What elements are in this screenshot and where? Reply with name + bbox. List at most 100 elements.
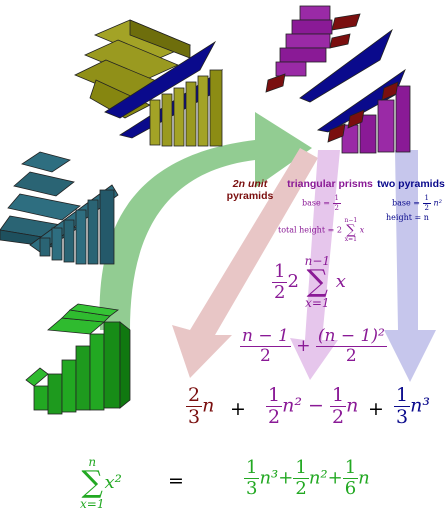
final-plus-1: +: [278, 467, 294, 489]
prism-base-note: base = 1 2: [302, 195, 341, 212]
pyramid-base-suffix: n²: [433, 198, 442, 208]
lilac-arrow: [290, 150, 340, 380]
pyramid-base-note: base = 1 2 n²: [392, 195, 442, 212]
blue-term: 1 3 n³: [394, 386, 430, 427]
middle-left-den: 2: [260, 346, 271, 366]
prism-base-prefix: base =: [302, 198, 330, 208]
terms-plus-2: +: [368, 398, 384, 420]
pyramid-height-note: height = n: [386, 213, 429, 222]
purple-term1-var: n²: [282, 394, 302, 417]
triangular-prisms-label: triangular prisms: [287, 178, 373, 190]
final-t3-var: n: [358, 467, 370, 489]
navy-wedge-3: [299, 28, 393, 103]
final-t3-den: 6: [344, 478, 357, 499]
final-result: 1 3 n³+ 1 2 n²+ 1 6 n: [244, 459, 370, 498]
final-sum: n ∑ x=1 x²: [80, 456, 122, 510]
final-t2-num: 1: [293, 457, 309, 479]
purple-term1-fraction: 1 2: [266, 384, 283, 428]
final-t2-fraction: 1 2: [293, 457, 309, 499]
middle-sum-upper: n−1: [304, 254, 331, 268]
final-plus-2: +: [327, 467, 343, 489]
green-curved-arrow: [99, 112, 313, 330]
purple-term2-fraction: 1 2: [329, 384, 347, 428]
final-t1-fraction: 1 3: [244, 457, 260, 499]
middle-sum-sigma-block: n−1 ∑ x=1: [305, 255, 330, 309]
blue-term-num: 1: [394, 384, 411, 407]
prism-sum-body: x: [359, 225, 365, 235]
purple-staircase: [275, 5, 361, 77]
blue-term-var: n³: [410, 394, 430, 417]
final-sum-upper: n: [88, 455, 97, 469]
unit-pyramids-label: 2n unit pyramids: [210, 178, 290, 202]
red-term: 2 3 n: [186, 386, 214, 427]
green-pyramid: [25, 303, 131, 415]
prism-height-note: total height = 2 n−1 ∑ x=1 x: [278, 218, 364, 243]
purple-term2-den: 2: [331, 406, 345, 428]
final-sum-sigma-block: n ∑ x=1: [80, 456, 104, 510]
final-t3-num: 1: [342, 457, 359, 479]
prism-sum-upper: n−1: [344, 217, 358, 224]
middle-sum-lower: x=1: [305, 296, 330, 310]
middle-sum-body: x: [335, 271, 346, 292]
middle-left-fraction: n − 1 2: [240, 328, 291, 365]
middle-right-den: 2: [345, 346, 357, 366]
purple-term2-var: n: [346, 394, 359, 417]
red-term-num: 2: [186, 384, 203, 407]
prism-base-den: 2: [334, 204, 339, 212]
olive-bars: [149, 69, 223, 147]
final-sum-sigma: ∑: [81, 465, 103, 500]
purple-bars: [265, 73, 411, 154]
pyramid-base-prefix: base =: [392, 198, 420, 208]
terms-plus-1: +: [230, 398, 246, 420]
middle-factor: 2: [287, 271, 299, 292]
final-t1-var: n³: [259, 467, 279, 489]
middle-right-fraction: (n − 1)² 2: [315, 326, 387, 366]
periwinkle-arrow: [384, 150, 436, 382]
unit-pyramids-line1: 2n unit: [232, 178, 268, 190]
prism-sum-lower: x=1: [344, 236, 357, 243]
prism-base-num: 1: [332, 194, 341, 204]
navy-wedge-4: [316, 68, 406, 133]
two-pyramids-label: two pyramids: [377, 178, 445, 190]
purple-term1-den: 2: [268, 406, 281, 428]
final-equals: =: [168, 470, 184, 492]
pyramid-base-num: 1: [422, 194, 431, 204]
prism-base-fraction: 1 2: [332, 194, 341, 212]
red-term-var: n: [202, 394, 215, 417]
pyramid-base-den: 2: [424, 204, 429, 212]
middle-sum-expression: 1 2 2 n−1 ∑ x=1 x: [272, 255, 346, 309]
prism-sum-sigma: ∑: [346, 223, 356, 238]
final-t2-den: 2: [295, 478, 307, 499]
final-t3-fraction: 1 6: [342, 457, 359, 499]
final-t1-den: 3: [246, 478, 258, 499]
unit-pyramids-line2: pyramids: [226, 190, 274, 202]
purple-term1-num: 1: [266, 384, 283, 407]
middle-coef-num: 1: [272, 260, 288, 283]
final-t1-num: 1: [244, 457, 260, 479]
middle-right-num: (n − 1)²: [315, 326, 387, 347]
pyramid-base-fraction: 1 2: [422, 194, 431, 212]
pink-arrow: [172, 148, 318, 378]
final-sum-body: x²: [104, 472, 122, 493]
olive-staircase: [74, 19, 192, 119]
purple-minus: −: [308, 394, 324, 417]
red-term-fraction: 2 3: [186, 384, 203, 428]
purple-term2-num: 1: [329, 384, 347, 407]
final-t2-var: n²: [308, 467, 328, 489]
middle-left-num: n − 1: [240, 326, 291, 347]
middle-fraction-expression: n − 1 2 + (n − 1)² 2: [240, 328, 387, 365]
final-sum-lower: x=1: [80, 497, 105, 511]
navy-wedge-1: [104, 40, 217, 119]
middle-sum-sigma: ∑: [306, 264, 329, 299]
middle-sum-coef: 1 2: [272, 260, 288, 303]
purple-terms: 1 2 n² − 1 2 n: [266, 386, 358, 427]
blue-term-den: 3: [396, 406, 409, 428]
middle-fraction-plus: +: [296, 336, 311, 356]
middle-coef-den: 2: [274, 281, 286, 303]
teal-bars: [29, 184, 119, 265]
prism-height-prefix: total height = 2: [278, 225, 342, 235]
red-term-den: 3: [188, 406, 201, 428]
prism-height-sum: n−1 ∑ x=1: [344, 218, 357, 243]
